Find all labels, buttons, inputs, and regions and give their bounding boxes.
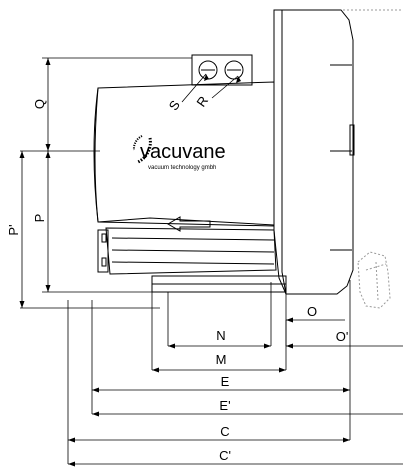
dim-label-s: S <box>166 97 183 113</box>
dim-label-e-prime: E' <box>219 398 230 413</box>
dim-label-q: Q <box>32 99 47 109</box>
motor-base <box>97 227 287 293</box>
dim-label-e: E <box>221 374 230 389</box>
dimension-lines <box>68 319 403 465</box>
dim-label-p: P <box>32 214 47 223</box>
dim-label-c: C <box>220 424 229 439</box>
extension-lines <box>67 280 351 464</box>
dim-label-m: M <box>216 352 227 367</box>
vertical-dimensions <box>21 57 192 308</box>
motor-body <box>93 81 275 227</box>
dim-label-o-prime: O' <box>336 329 349 344</box>
terminal-leaders <box>181 73 239 103</box>
vacuvane-logo: vacuvane vacuum technology gmbh <box>132 135 226 171</box>
logo-name: vacuvane <box>140 141 226 163</box>
dim-label-r: R <box>193 93 211 109</box>
housing-dotted-extension <box>343 9 403 309</box>
logo-tagline: vacuum technology gmbh <box>148 165 216 171</box>
terminal-box <box>191 54 253 86</box>
dim-label-c-prime: C' <box>219 448 231 463</box>
dim-label-n: N <box>216 328 225 343</box>
dimension-arrowheads <box>19 58 350 467</box>
blower-housing <box>273 9 355 295</box>
flow-arrow-icon <box>167 216 211 232</box>
dim-label-o: O <box>307 304 317 319</box>
centerlines <box>20 150 160 309</box>
dim-label-p-prime: P' <box>6 224 21 235</box>
